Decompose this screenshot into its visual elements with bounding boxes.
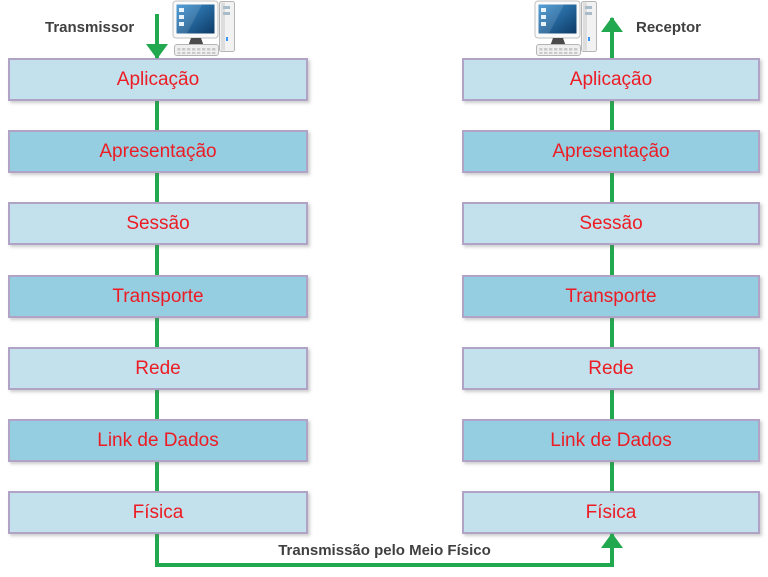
receiver-layer-link-de-dados: Link de Dados xyxy=(462,419,760,462)
physical-medium-label: Transmissão pelo Meio Físico xyxy=(278,542,491,559)
arrow-up-icon xyxy=(601,533,623,548)
receiver-layer-apresentacao: Apresentação xyxy=(462,130,760,173)
computer-icon-transmitter xyxy=(172,0,235,56)
receiver-layer-fisica: Física xyxy=(462,491,760,534)
receiver-layer-sessao: Sessão xyxy=(462,202,760,245)
transmitter-label: Transmissor xyxy=(45,19,135,36)
arrow-down-icon xyxy=(146,44,168,59)
receiver-layer-aplicacao: Aplicação xyxy=(462,58,760,101)
receiver-layer-transporte: Transporte xyxy=(462,275,760,318)
physical-medium-line xyxy=(155,563,614,567)
transmitter-layer-aplicacao: Aplicação xyxy=(8,58,308,101)
arrow-up-icon xyxy=(601,17,623,32)
transmitter-layer-apresentacao: Apresentação xyxy=(8,130,308,173)
computer-icon-receiver xyxy=(534,0,597,56)
transmitter-layer-fisica: Física xyxy=(8,491,308,534)
transmitter-layer-rede: Rede xyxy=(8,347,308,390)
receiver-layer-rede: Rede xyxy=(462,347,760,390)
receiver-label: Receptor xyxy=(636,19,702,36)
transmitter-layer-transporte: Transporte xyxy=(8,275,308,318)
transmitter-layer-sessao: Sessão xyxy=(8,202,308,245)
transmitter-layer-link-de-dados: Link de Dados xyxy=(8,419,308,462)
